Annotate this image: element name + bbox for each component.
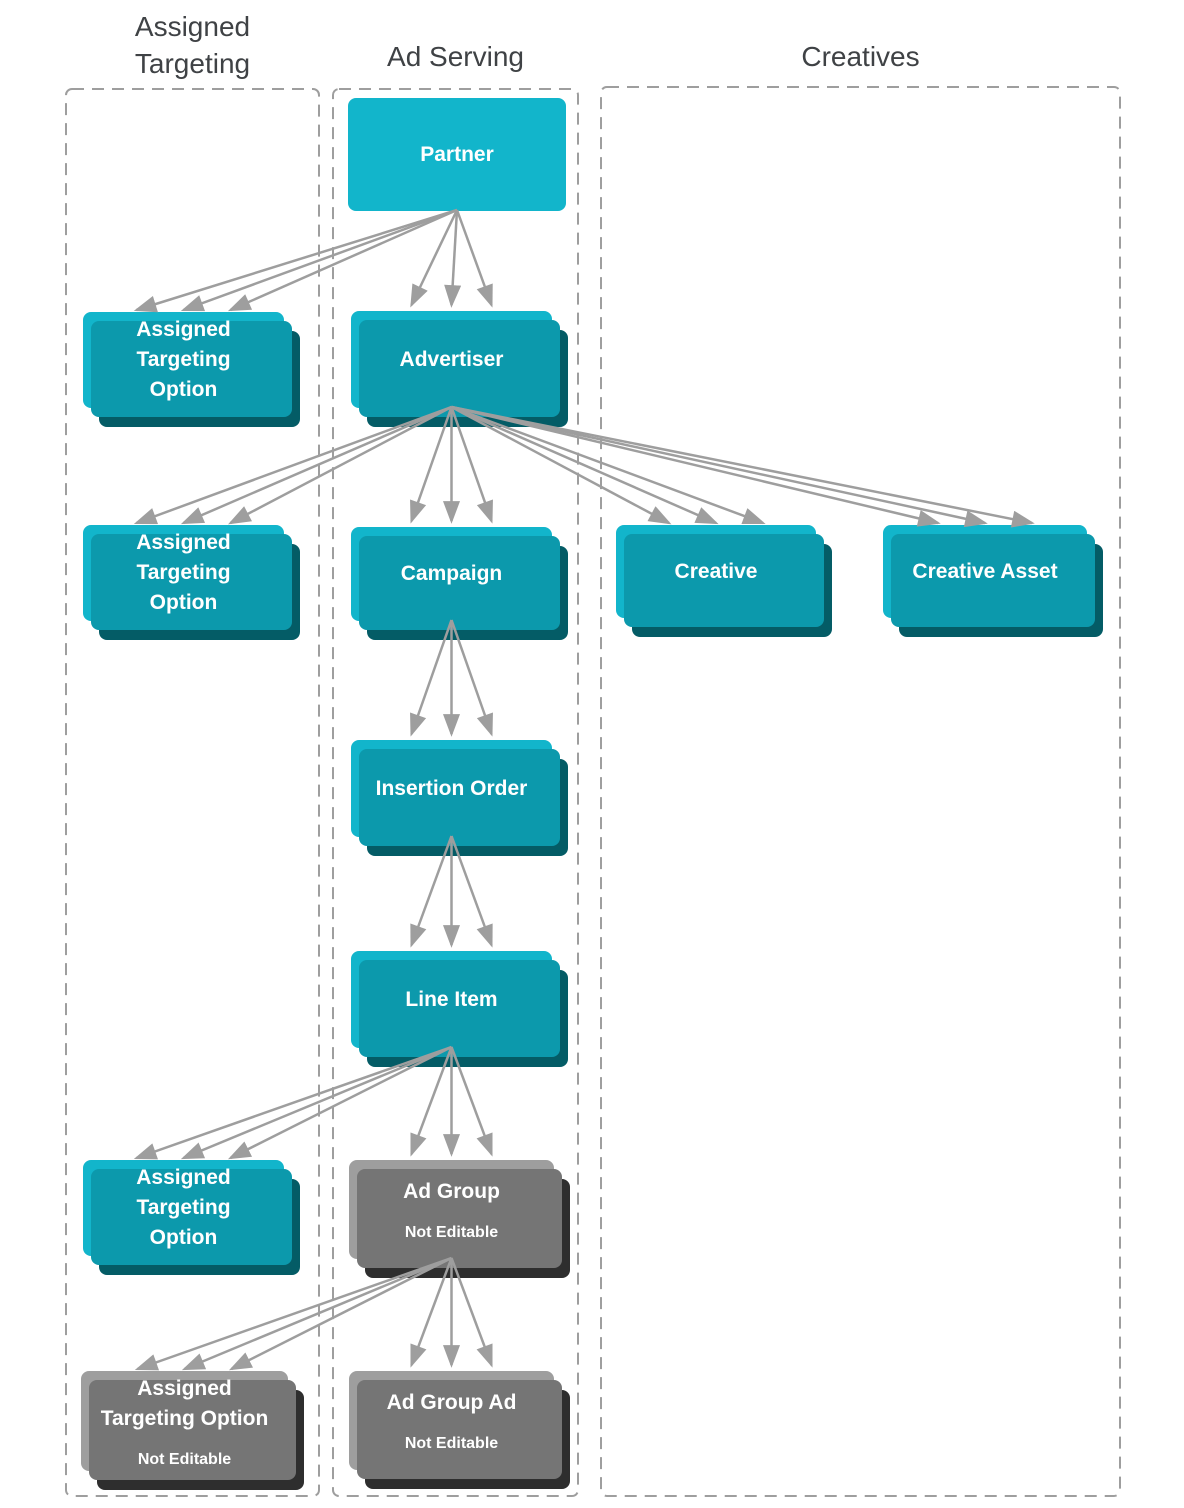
- node-ad-group-ad: Ad Group Ad Not Editable: [349, 1371, 570, 1489]
- node-sublabel-not-editable: Not Editable: [404, 1224, 499, 1241]
- column-header-creatives: Creatives: [801, 41, 920, 72]
- container-creatives: [600, 86, 1121, 1497]
- container-assigned-targeting: [65, 88, 320, 1497]
- node-advertiser: Advertiser: [351, 311, 568, 427]
- node-label: Assigned Targeting Option: [136, 1166, 231, 1249]
- node-label: Assigned Targeting Option: [136, 318, 231, 401]
- node-assigned-targeting-option-advertiser: Assigned Targeting Option: [83, 525, 300, 640]
- node-label: Line Item: [405, 987, 498, 1011]
- node-label: Ad Group: [403, 1180, 500, 1203]
- node-label: Assigned Targeting Option: [100, 1376, 269, 1430]
- node-assigned-targeting-option-ad-group: Assigned Targeting Option Not Editable: [81, 1371, 304, 1490]
- node-assigned-targeting-option-line-item: Assigned Targeting Option: [83, 1160, 300, 1275]
- node-creative-asset: Creative Asset: [883, 525, 1103, 637]
- node-insertion-order: Insertion Order: [351, 740, 568, 856]
- node-line-item: Line Item: [351, 951, 568, 1067]
- node-label: Partner: [420, 142, 494, 166]
- column-header-assigned-targeting: Assigned Targeting: [134, 11, 251, 79]
- node-sublabel-not-editable: Not Editable: [404, 1435, 499, 1452]
- node-label: Creative Asset: [912, 559, 1058, 583]
- node-sublabel-not-editable: Not Editable: [137, 1450, 232, 1468]
- node-label: Insertion Order: [375, 776, 528, 800]
- node-label: Creative: [674, 559, 758, 583]
- node-label: Assigned Targeting Option: [136, 531, 231, 614]
- node-label: Advertiser: [399, 347, 504, 371]
- node-label: Campaign: [400, 562, 503, 585]
- node-ad-group: Ad Group Not Editable: [349, 1160, 570, 1278]
- node-partner: Partner: [348, 98, 566, 211]
- node-assigned-targeting-option-partner: Assigned Targeting Option: [83, 312, 300, 427]
- node-campaign: Campaign: [351, 527, 568, 640]
- node-creative: Creative: [616, 525, 832, 637]
- node-label: Ad Group Ad: [386, 1391, 517, 1414]
- column-header-ad-serving: Ad Serving: [387, 41, 524, 72]
